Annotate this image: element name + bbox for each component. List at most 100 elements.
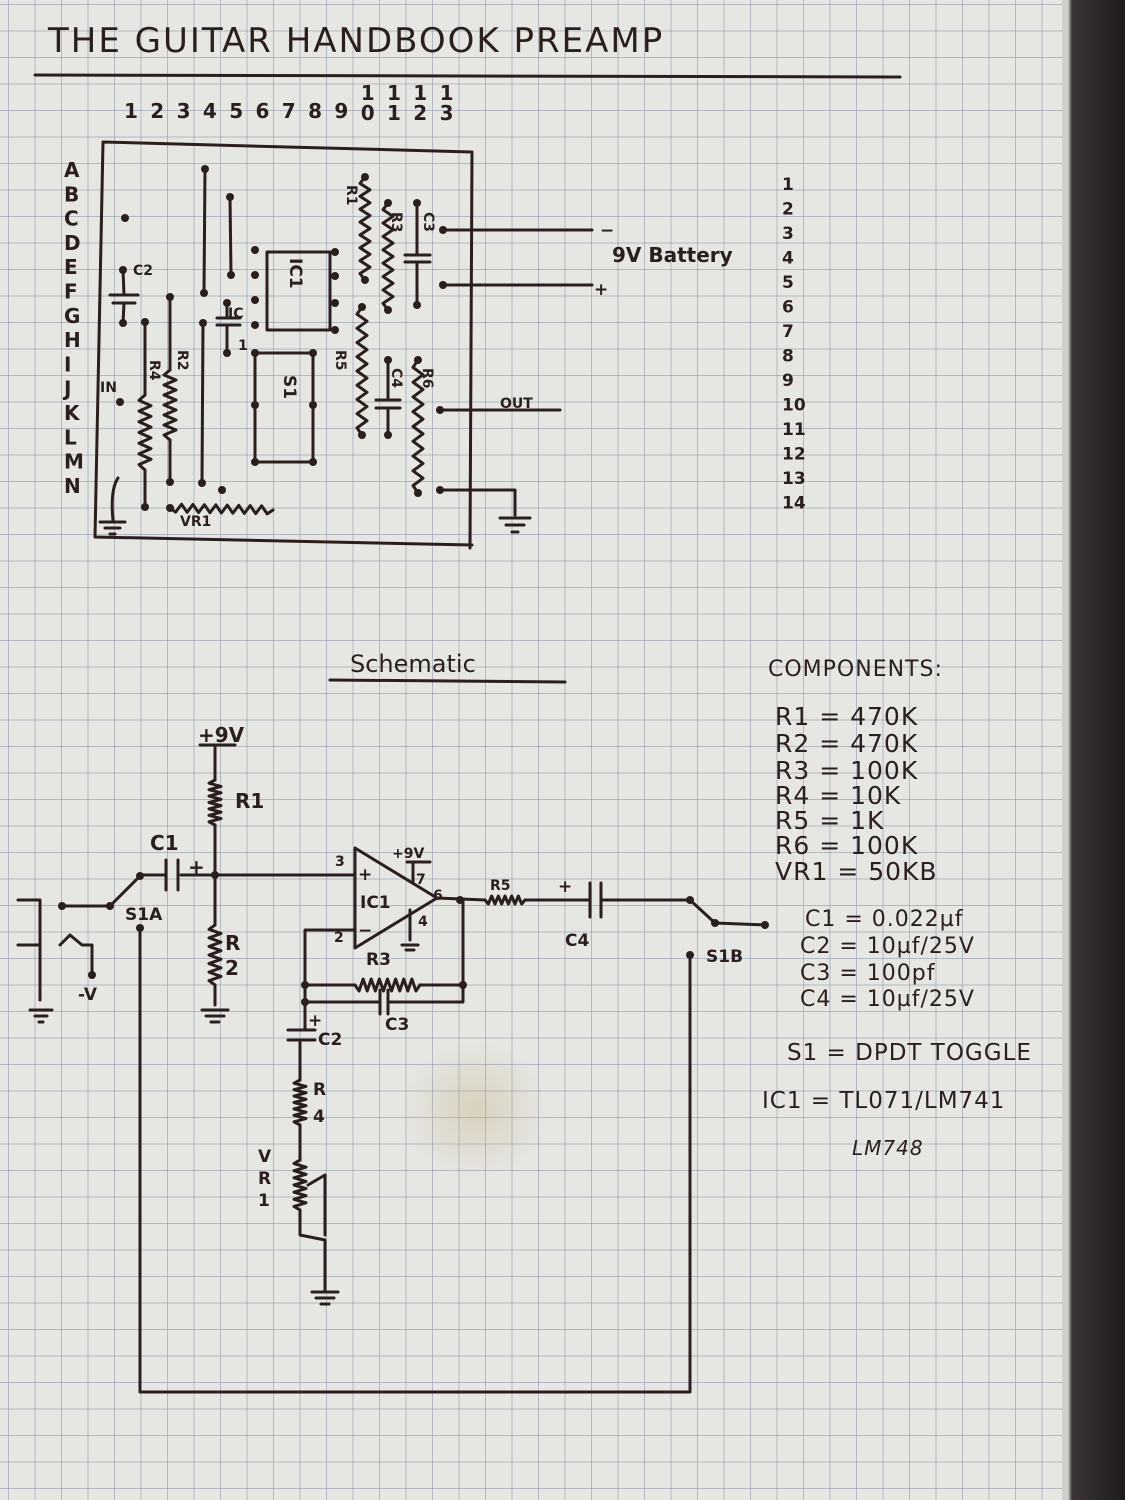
solder-point [331, 326, 339, 334]
junction-dot [88, 971, 96, 979]
label-c3: C3 [385, 1015, 409, 1035]
label-vr1-a: V [258, 1147, 272, 1167]
solder-point [361, 173, 369, 181]
board-r4 [137, 393, 153, 472]
junction-dot [136, 872, 144, 880]
label-vr1-b: R [258, 1169, 271, 1189]
row-number: 12 [782, 445, 806, 465]
solder-point [413, 199, 421, 207]
solder-point [119, 266, 127, 274]
solder-point [116, 398, 124, 406]
board-label-r3: R3 [388, 212, 404, 233]
column-number: 7 [282, 99, 296, 123]
component-c2: C2 = 10µf/25V [800, 934, 975, 959]
solder-point [358, 303, 366, 311]
schematic-main-wires [138, 743, 357, 877]
row-letter: L [64, 425, 77, 449]
schematic-vr1 [292, 1158, 308, 1212]
component-s1: S1 = DPDT TOGGLE [787, 1040, 1032, 1066]
junction-dot [459, 981, 467, 989]
component-r4: R4 = 10K [775, 781, 901, 810]
solder-point [223, 349, 231, 357]
solder-point [331, 299, 339, 307]
page-title: THE GUITAR HANDBOOK PREAMP [47, 21, 664, 61]
row-letter: J [62, 377, 71, 401]
column-number: 1 [413, 81, 427, 105]
solder-point [119, 319, 127, 327]
component-r1: R1 = 470K [775, 702, 918, 731]
solder-point [384, 431, 392, 439]
schematic-r2 [207, 923, 223, 987]
board-label-ic1: IC1 [285, 258, 305, 289]
board-label-s1: S1 [279, 375, 299, 399]
row-number: 10 [782, 396, 806, 416]
row-number: 5 [782, 273, 794, 293]
junction-dot [686, 951, 694, 959]
junction-dot [211, 871, 219, 879]
board-label-c1-num: 1 [238, 338, 248, 354]
label-pin4: 4 [418, 914, 428, 930]
column-number: 3 [177, 99, 191, 123]
label-r2-b: 2 [225, 956, 239, 980]
solder-point [200, 289, 208, 297]
solder-point [141, 318, 149, 326]
row-number: 7 [782, 322, 794, 342]
column-number-digit: 2 [413, 101, 427, 125]
board-label-r1: R1 [343, 185, 359, 206]
notebook-edge [1062, 0, 1125, 1500]
solder-point [384, 199, 392, 207]
row-number: 4 [782, 249, 794, 269]
row-letter: K [64, 401, 81, 425]
solder-point [414, 489, 422, 497]
column-number: 1 [361, 81, 375, 105]
label-r3: R3 [366, 950, 391, 970]
solder-point [309, 349, 317, 357]
board-s1-switch [253, 351, 315, 464]
board-label-c1: IC [228, 306, 243, 322]
board-r2 [162, 368, 178, 442]
column-number: 2 [150, 99, 164, 123]
schematic-underline [328, 678, 567, 684]
board-label-c2: C2 [133, 263, 153, 279]
solder-point [439, 281, 447, 289]
ground-icon [28, 943, 420, 1306]
solder-point [251, 246, 259, 254]
label-r1: R1 [235, 789, 264, 813]
schematic-r4 [292, 1078, 308, 1127]
component-ic1-alt: LM748 [852, 1136, 924, 1160]
components-list: COMPONENTS: R1 = 470K R2 = 470K R3 = 100… [762, 657, 1032, 1160]
label-vr1-c: 1 [258, 1191, 270, 1211]
solder-point [199, 319, 207, 327]
board-label-r4: R4 [146, 360, 162, 381]
column-number: 1 [124, 99, 138, 123]
column-number: 1 [387, 81, 401, 105]
board-links [200, 167, 233, 485]
schematic-c1-capacitor [164, 858, 180, 892]
paper-stain [400, 1040, 550, 1180]
label-plus9v-top: +9V [198, 723, 245, 747]
junction-dot [136, 924, 144, 932]
solder-point [251, 321, 259, 329]
column-number: 4 [203, 99, 217, 123]
solder-point [331, 272, 339, 280]
column-number: 8 [308, 99, 322, 123]
solder-point [361, 276, 369, 284]
solder-point [166, 504, 174, 512]
board-label-r5: R5 [332, 350, 348, 371]
column-number: 1 [440, 81, 454, 105]
schematic-diagram: +9V R1 C1 + S1A R 2 -V 3 2 7 6 4 +9V IC1… [16, 723, 769, 1394]
solder-point [331, 248, 339, 256]
label-pin2: 2 [334, 930, 344, 946]
board-r3 [381, 201, 395, 312]
board-label-in: IN [100, 380, 117, 396]
schematic-s1a-switch [60, 874, 142, 908]
junction-dot [711, 919, 719, 927]
solder-point [414, 356, 422, 364]
solder-point [223, 299, 231, 307]
label-r4-a: R [313, 1080, 326, 1100]
row-letter: A [64, 158, 80, 182]
